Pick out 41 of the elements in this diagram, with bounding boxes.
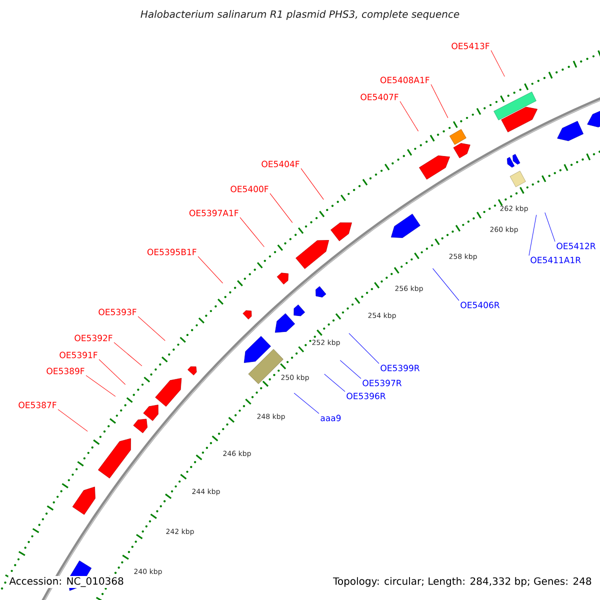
leader-line [430,84,448,118]
leader-line [340,360,362,379]
gene-label: OE5408A1F [380,76,430,84]
gene-label: OE5404F [262,160,300,168]
gene-label: OE5407F [360,94,398,100]
gene-label: OE5393F [98,308,136,316]
leader-line [324,374,346,392]
footer-text: Accession: NC_010368 [8,576,125,588]
leader-line [400,101,419,132]
gene-label: OE5391F [60,352,98,358]
gene-label: OE5397A1F [189,210,238,216]
gene-label: OE5412R [556,242,596,250]
leader-line [490,50,505,77]
gene-label: OE5392F [74,334,112,342]
gene-label: OE5387F [18,402,56,408]
leader-line [240,217,264,248]
leader-line [300,168,324,200]
leader-line [58,409,88,432]
gene-label: OE5395B1F [147,248,196,256]
gene-label: OE5396R [346,392,386,400]
leader-line [348,333,380,364]
leader-line [544,212,556,242]
gene-label: OE5400F [230,186,268,192]
gene-label: OE5413F [452,42,490,50]
leader-line [432,268,460,301]
leader-line [86,375,116,397]
footer-text: Topology: circular; Length: 284,332 bp; Genes: 248 [333,577,592,587]
gene-label: OE5397R [362,380,402,386]
leader-line [138,316,166,341]
title: Halobacterium salinarum R1 plasmid PHS3, complete sequence [140,10,460,20]
leader-line [98,359,126,385]
leader-line [528,214,537,256]
gene-label: aaa9 [320,414,341,422]
gene-label: OE5399R [380,364,420,372]
gene-label: OE5411A1R [530,256,581,264]
leader-line [114,342,142,366]
leader-line [294,392,320,414]
gene-label: OE5389F [46,368,84,374]
leader-line [270,193,293,223]
gene-label: OE5406R [460,302,500,308]
leader-line [198,256,224,284]
